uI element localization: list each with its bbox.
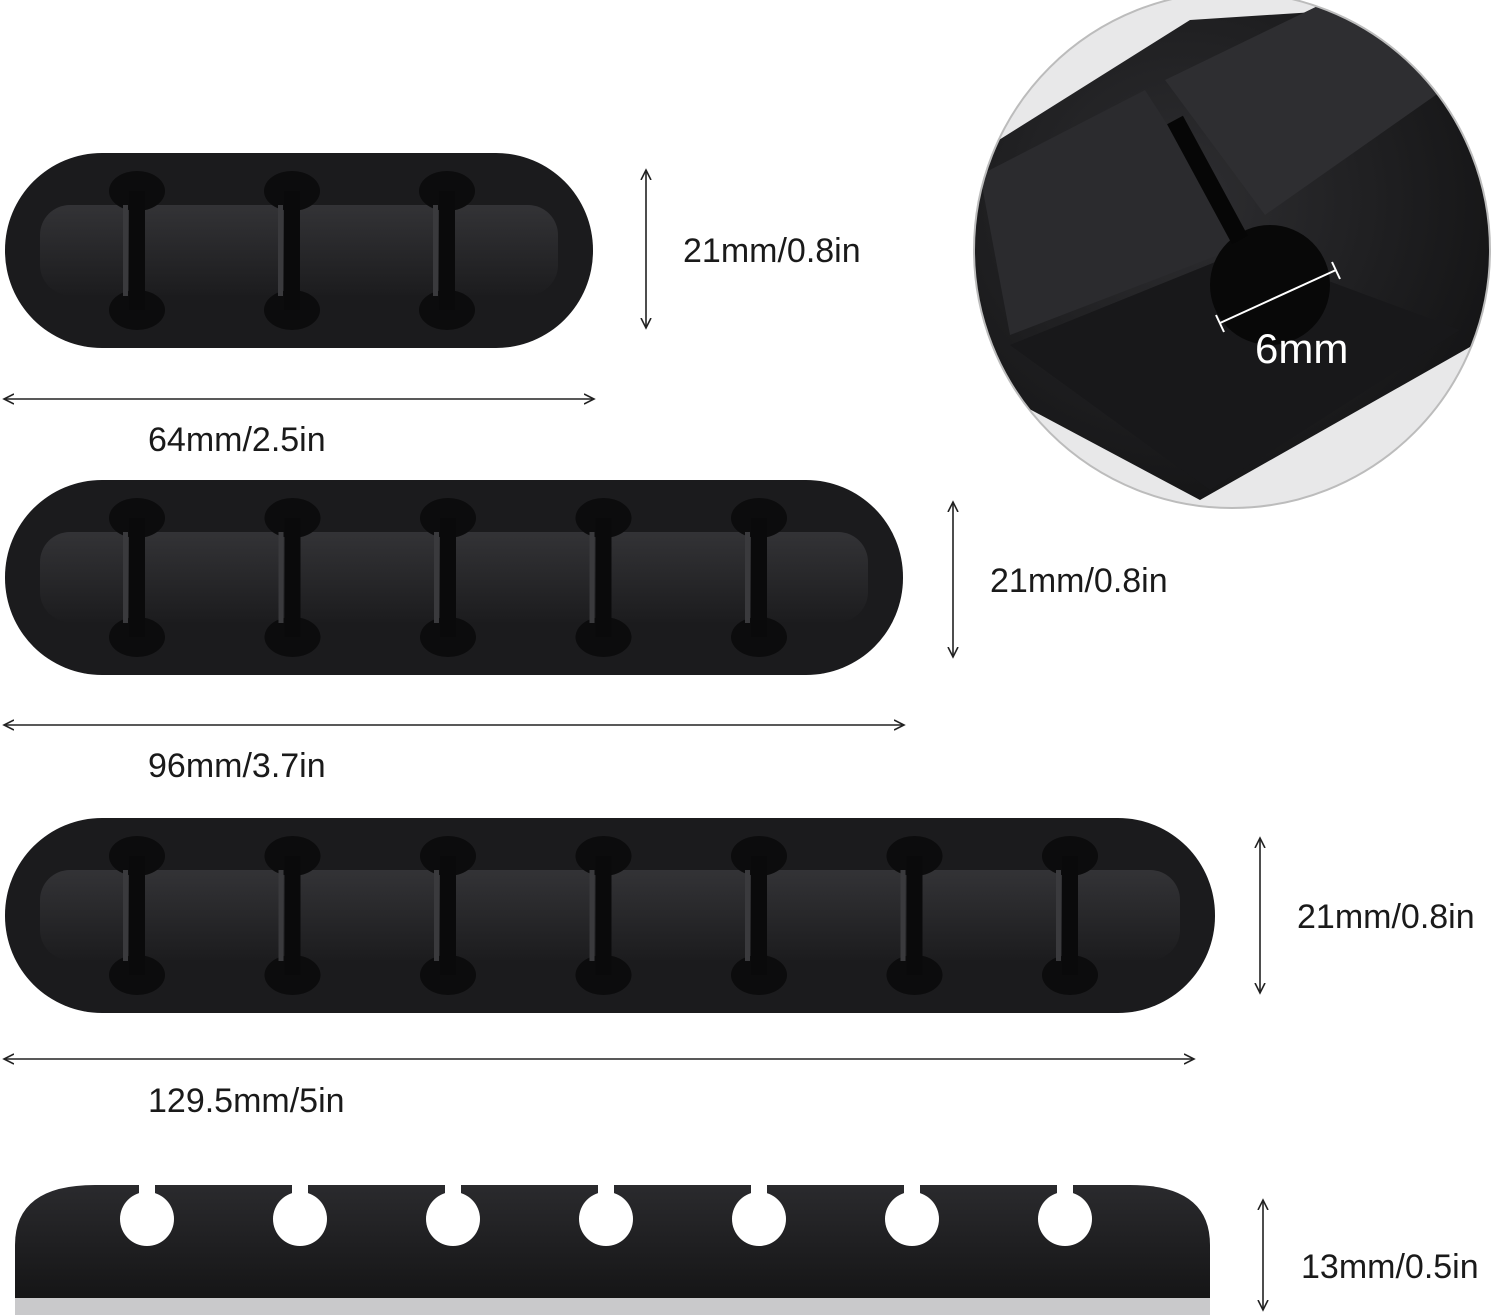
cable-slot [886,836,943,995]
cable-slot [264,836,321,995]
hole-diameter-label: 6mm [1255,325,1348,372]
side-base [15,1298,1210,1315]
cable-hole [426,1180,480,1246]
height-label: 21mm/0.8in [683,232,861,270]
cable-slot [575,836,632,995]
organizer-3-slot [5,153,593,348]
cable-hole [273,1180,327,1246]
organizer-side-view [15,1180,1210,1315]
cable-hole [579,1180,633,1246]
cable-slot [419,171,475,330]
cable-hole [120,1180,174,1246]
zoom-border [973,0,1491,509]
organizer-7-slot [5,818,1215,1013]
height-dimension-3: 21mm/0.8in [1260,838,1475,993]
height-label: 13mm/0.5in [1301,1248,1479,1286]
height-dimension-1: 21mm/0.8in [646,170,861,328]
cable-hole [1038,1180,1092,1246]
height-dimension-side: 13mm/0.5in [1263,1200,1479,1310]
cable-slot [575,498,632,657]
cable-slot [420,836,476,995]
width-dimension-2: 96mm/3.7in [4,725,904,785]
width-dimension-1: 64mm/2.5in [4,399,594,459]
height-label: 21mm/0.8in [1297,898,1475,936]
cable-slot [109,498,165,657]
cable-slot [109,171,165,330]
cable-slot [1042,836,1098,995]
cable-slot [109,836,165,995]
width-label: 96mm/3.7in [148,747,326,785]
cable-slot [264,171,320,330]
cable-slot [264,498,321,657]
width-label: 64mm/2.5in [148,421,326,459]
height-label: 21mm/0.8in [990,562,1168,600]
cable-slot [731,498,787,657]
width-dimension-3: 129.5mm/5in [4,1059,1194,1120]
width-label: 129.5mm/5in [148,1082,345,1120]
organizer-5-slot [5,480,903,675]
cable-slot [731,836,787,995]
cable-slot [420,498,476,657]
cable-hole [885,1180,939,1246]
height-dimension-2: 21mm/0.8in [953,502,1168,657]
cable-hole [732,1180,786,1246]
zoom-detail: 6mm [973,0,1491,509]
